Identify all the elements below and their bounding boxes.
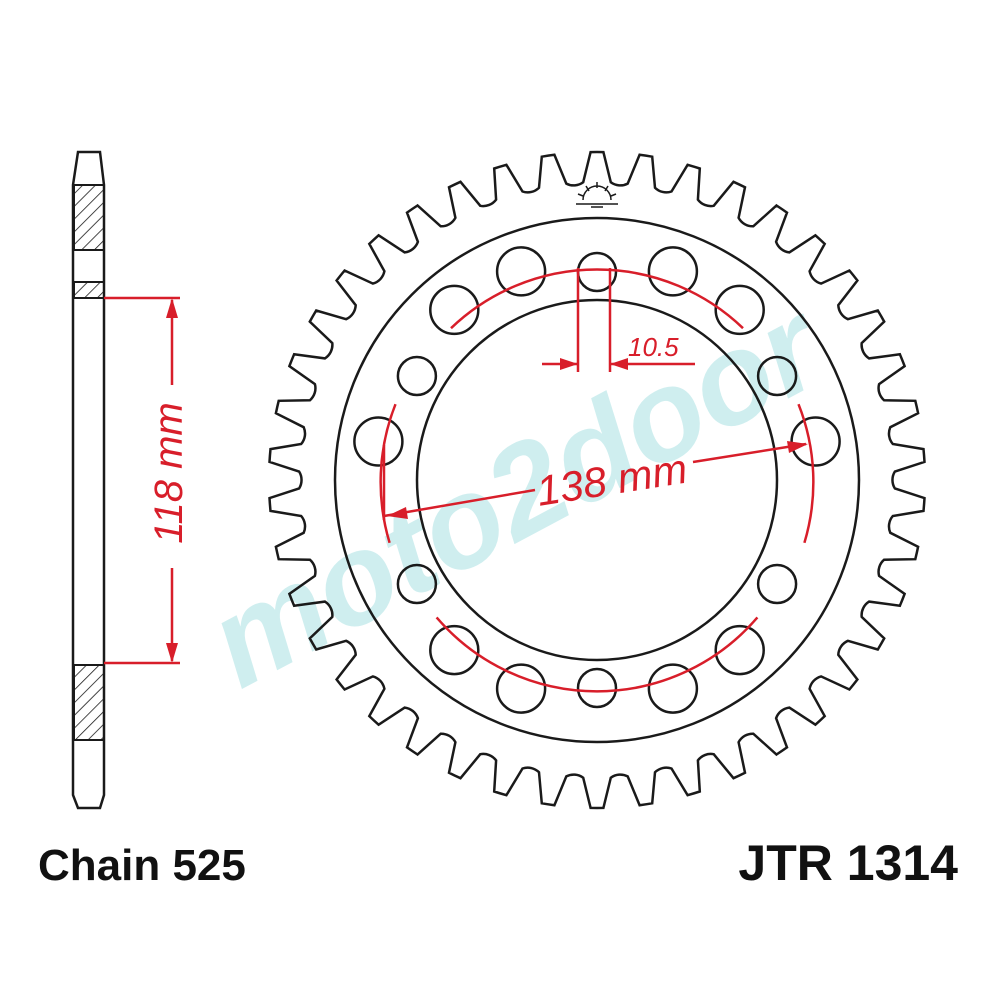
bolt-circle-arc-bottom — [435, 616, 759, 693]
lightening-hole — [353, 416, 404, 467]
lightening-hole — [495, 246, 547, 297]
bolt-hole — [576, 667, 618, 709]
lightening-hole — [714, 284, 765, 336]
hub-offset-dimension — [104, 296, 180, 665]
bolt-hole — [756, 355, 798, 397]
lightening-hole — [647, 663, 699, 714]
sprocket-dimension-overlay — [379, 268, 815, 693]
bolt-hole-label: 10.5 — [628, 332, 679, 362]
sprocket-side-profile — [71, 150, 106, 810]
sprocket-inner-body-ring — [333, 216, 861, 744]
sprocket-holes — [353, 246, 841, 714]
bolt-hole-arrow-right — [610, 358, 628, 370]
part-number-label: JTR 1314 — [738, 835, 958, 891]
dimension-arrow-down — [166, 643, 178, 663]
diameter-arrow-left — [387, 507, 408, 519]
lightening-hole — [429, 284, 480, 336]
bolt-hole-arrow-left — [560, 358, 578, 370]
diameter-arrow-right — [787, 441, 808, 453]
bolt-hole — [396, 563, 438, 605]
bolt-hole — [756, 563, 798, 605]
bolt-circle-arc-left — [379, 403, 397, 544]
side-profile-outline — [71, 150, 106, 810]
bolt-circle-diameter-line-right — [692, 442, 807, 464]
side-hatch-bottom — [73, 664, 105, 741]
bolt-circle-arc-top — [450, 268, 744, 330]
lightening-hole — [647, 246, 699, 297]
lightening-hole — [495, 663, 547, 714]
sprocket-tooth-profile — [268, 150, 926, 810]
bolt-hole — [396, 355, 438, 397]
sun-logo-icon — [576, 182, 618, 208]
side-hatch-upper-small — [73, 281, 105, 299]
bolt-circle-diameter-line — [383, 488, 536, 518]
bolt-circle-arc-right — [797, 403, 815, 544]
chain-label: Chain 525 — [38, 841, 246, 890]
lightening-hole — [790, 416, 841, 467]
lightening-hole — [429, 624, 480, 676]
hub-offset-label: 118 mm — [147, 402, 191, 544]
lightening-hole — [714, 624, 765, 676]
side-hatch-top — [73, 184, 105, 251]
sprocket-center-bore — [415, 298, 779, 662]
dimension-arrow-up — [166, 298, 178, 318]
sprocket-front-view — [268, 150, 926, 810]
